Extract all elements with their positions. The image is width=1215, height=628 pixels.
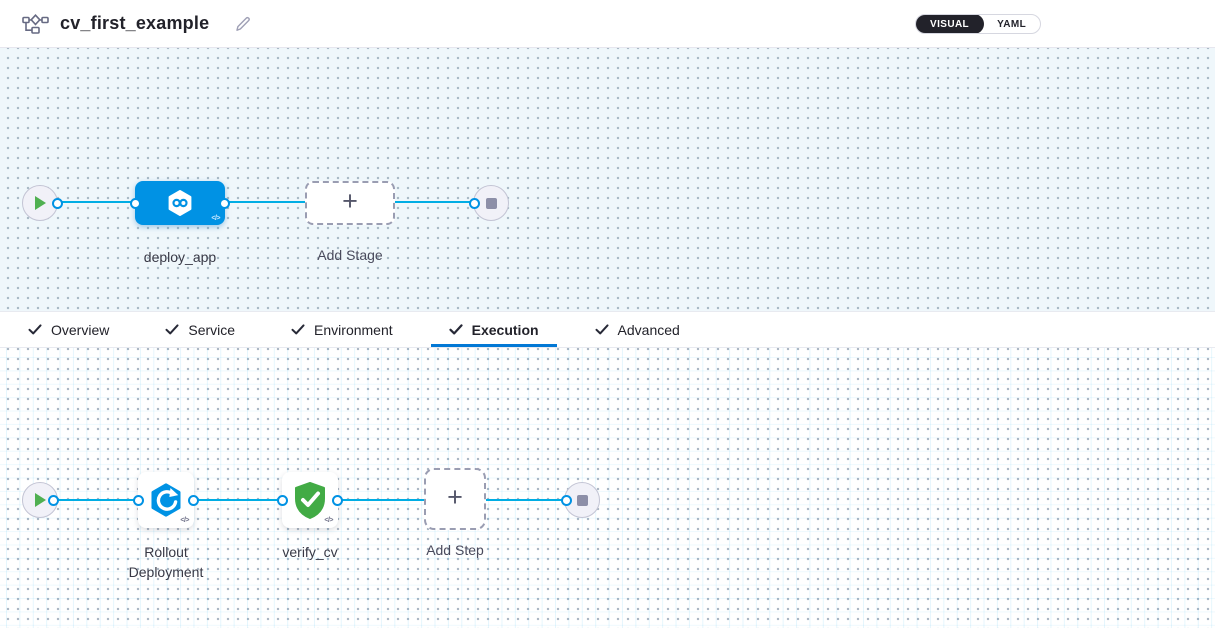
stage-label: deploy_app (143, 249, 217, 265)
stage-flow-line (40, 201, 491, 203)
stop-icon (576, 494, 588, 506)
step-label: Rollout Deployment (128, 544, 204, 580)
add-stage-label: Add Stage (317, 247, 383, 263)
connector-dot[interactable] (48, 495, 59, 506)
header: cv_first_example VISUAL YAML (0, 0, 1215, 48)
code-chevrons-icon: </> (324, 517, 333, 524)
tab-label: Overview (51, 321, 110, 338)
code-chevrons-icon: </> (180, 517, 189, 524)
add-stage-button[interactable]: + (305, 181, 395, 225)
connector-dot[interactable] (561, 495, 572, 506)
connector-dot[interactable] (332, 495, 343, 506)
connector-dot[interactable] (219, 198, 230, 209)
play-icon (35, 196, 46, 210)
edit-pencil-icon[interactable] (234, 15, 252, 38)
add-step-label: Add Step (426, 542, 484, 558)
step-rollout-deployment[interactable]: </> (138, 472, 194, 528)
tab-overview[interactable]: Overview (10, 312, 127, 347)
tab-advanced[interactable]: Advanced (577, 312, 698, 347)
execution-canvas[interactable]: </> </> + Rollout Deployment verify_cv A… (0, 348, 1215, 628)
connector-dot[interactable] (133, 495, 144, 506)
cd-hexagon-infinity-icon (168, 190, 192, 216)
connector-dot[interactable] (52, 198, 63, 209)
connector-dot[interactable] (130, 198, 141, 209)
tab-label: Service (188, 321, 236, 338)
add-step-button[interactable]: + (424, 468, 486, 530)
tab-environment[interactable]: Environment (273, 312, 411, 347)
play-icon (35, 493, 46, 507)
check-icon (291, 324, 305, 335)
pipeline-flowchart-icon (22, 14, 49, 40)
check-icon (595, 324, 609, 335)
k8s-rollout-icon (151, 483, 181, 517)
plus-icon: + (342, 186, 358, 216)
connector-dot[interactable] (188, 495, 199, 506)
step-label: verify_cv (282, 544, 338, 560)
stage-config-tabs: Overview Service Environment Execution A… (0, 311, 1215, 348)
toggle-visual[interactable]: VISUAL (916, 15, 985, 33)
check-icon (28, 324, 42, 335)
page-title: cv_first_example (60, 13, 210, 33)
tab-label: Execution (471, 321, 539, 338)
tab-service[interactable]: Service (147, 312, 253, 347)
stage-canvas[interactable]: </> + deploy_app Add Stage (0, 48, 1215, 311)
code-chevrons-icon: </> (211, 215, 220, 222)
tab-label: Advanced (617, 321, 680, 338)
stop-icon (485, 197, 497, 209)
plus-icon: + (447, 482, 463, 512)
step-verify-cv[interactable]: </> (282, 472, 338, 528)
shield-check-icon (295, 482, 325, 519)
check-icon (165, 324, 179, 335)
check-icon (449, 324, 463, 335)
toggle-yaml[interactable]: YAML (997, 18, 1027, 30)
connector-dot[interactable] (469, 198, 480, 209)
connector-dot[interactable] (277, 495, 288, 506)
tab-label: Environment (314, 321, 393, 338)
visual-yaml-toggle: VISUAL YAML (915, 14, 1042, 34)
tab-execution[interactable]: Execution (430, 312, 557, 347)
stage-deploy-app[interactable]: </> (135, 181, 225, 225)
